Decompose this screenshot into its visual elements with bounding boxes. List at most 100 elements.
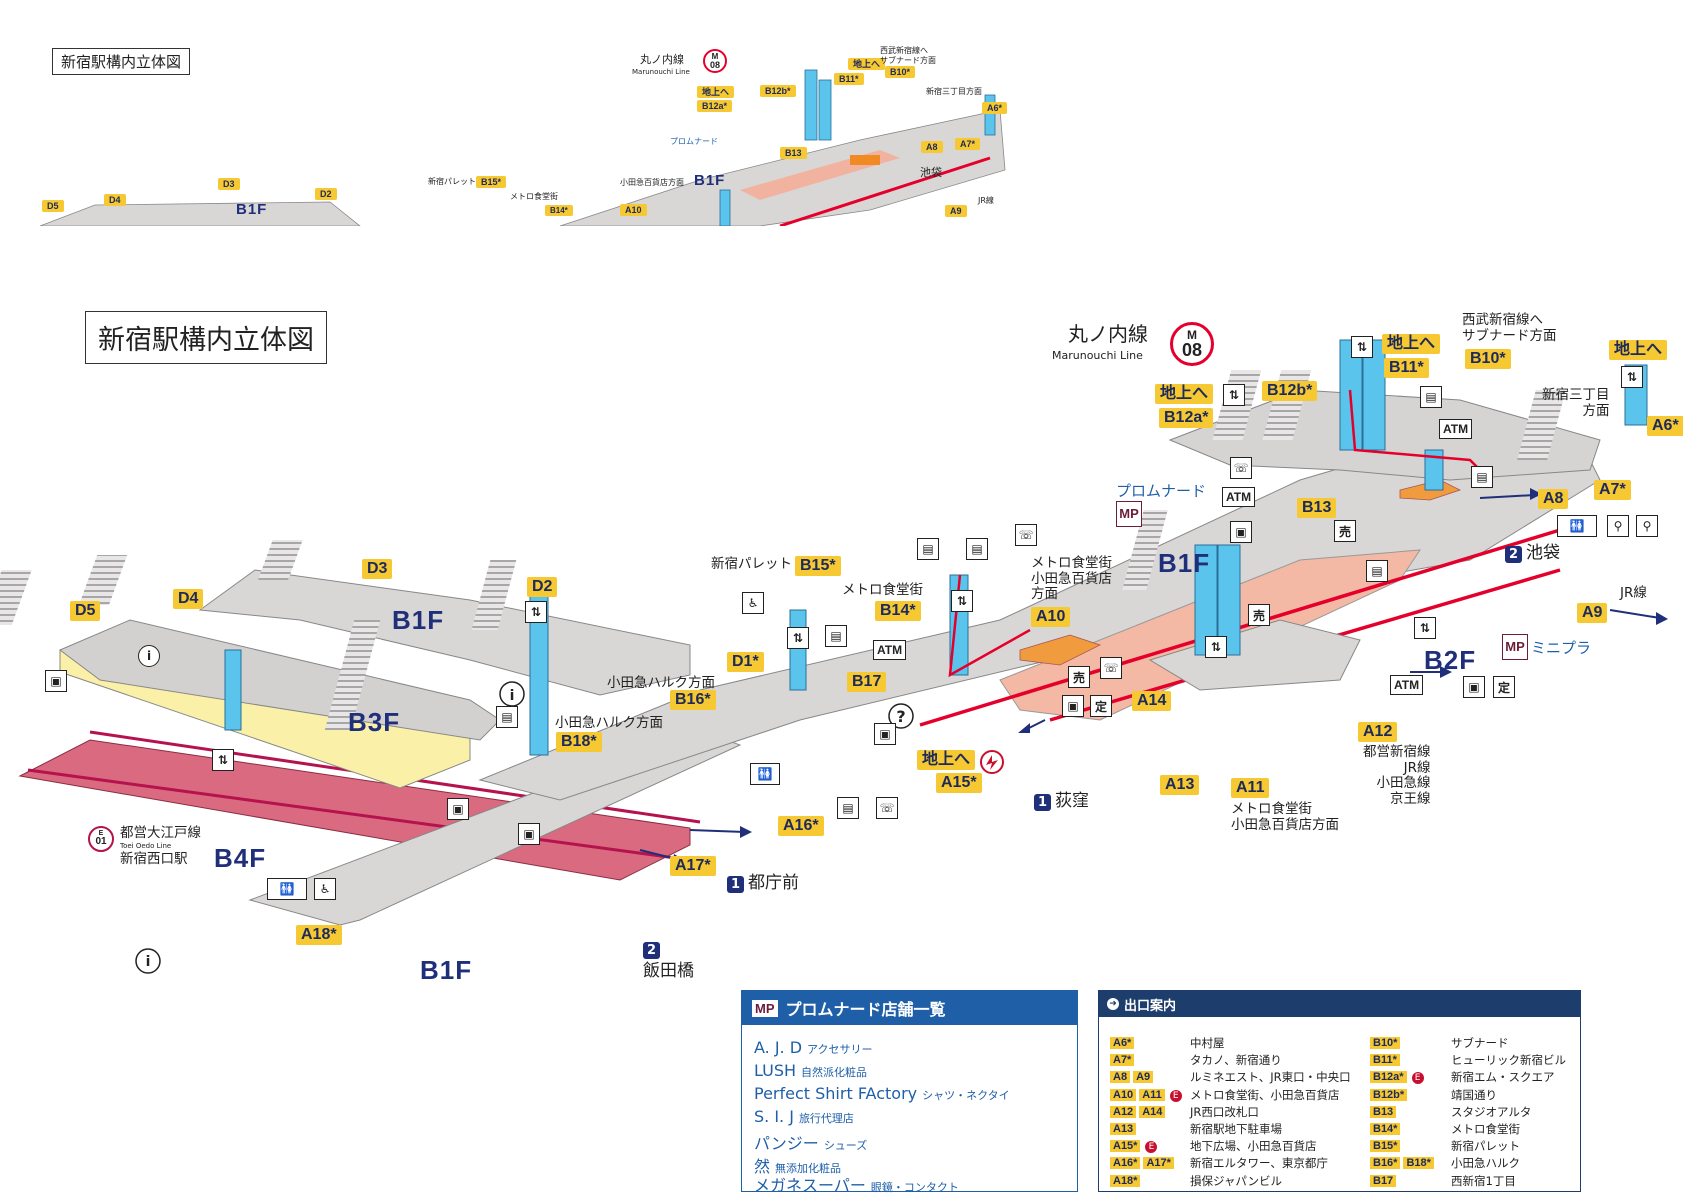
locker-icon: ▤ (496, 706, 518, 728)
thumbnail-gate: B11* (834, 73, 864, 86)
wheelchair-icon: ♿ (742, 592, 764, 614)
shop-item: A. J. D アクセサリー (754, 1038, 873, 1057)
gate-b18[interactable]: B18* (556, 732, 602, 753)
thumbnail-gate: B15* (476, 176, 507, 189)
gate-a9[interactable]: A9 (1577, 603, 1608, 624)
thumbnail-gate: 地上へ (697, 86, 735, 99)
gate-b14[interactable]: B14* (875, 601, 921, 622)
gate-b13[interactable]: B13 (1297, 498, 1337, 519)
label-a11-destinations: メトロ食堂街 小田急百貨店方面 (1231, 801, 1339, 833)
shop-category: アクセサリー (807, 1043, 873, 1056)
service-counter-icon: ▣ (1230, 521, 1252, 543)
gate-d1[interactable]: D1* (727, 652, 764, 673)
shop-category: 旅行代理店 (798, 1112, 854, 1125)
floor-label-b1f: B1F (420, 955, 473, 985)
multipurpose-restroom-icon: ♿ (314, 878, 336, 900)
label-ogikubo-text: 荻窪 (1055, 791, 1089, 811)
exit-row: B11* (1370, 1052, 1403, 1067)
exit-row: B13 (1370, 1104, 1399, 1118)
service-counter-icon: ▣ (1463, 676, 1485, 698)
exit-gate-badge: A9 (1133, 1071, 1154, 1084)
gate-a6-ground[interactable]: 地上へ (1609, 340, 1668, 361)
gate-a12[interactable]: A12 (1358, 722, 1398, 743)
shop-icon: 売 (1068, 666, 1090, 688)
gate-b11[interactable]: B11* (1384, 358, 1429, 379)
exit-destination: ヒューリック新宿ビル (1451, 1053, 1566, 1068)
thumbnail-gate: A9 (945, 205, 967, 218)
svg-text:08: 08 (710, 60, 720, 70)
gate-a16[interactable]: A16* (778, 816, 824, 837)
shop-name: A. J. D (754, 1038, 803, 1057)
exit-gate-badge: B10* (1370, 1037, 1401, 1049)
thumbnail-title: 新宿駅構内立体図 (52, 48, 191, 75)
thumbnail-label: JR線 (978, 196, 994, 205)
label-odakyu-halc: 小田急ハルク方面 (555, 715, 663, 731)
gate-a14[interactable]: A14 (1132, 691, 1172, 712)
exit-gate-badge: B12a* (1370, 1071, 1407, 1084)
gate-a15[interactable]: A15* (936, 773, 982, 794)
exit-gate-badge: B18* (1403, 1157, 1434, 1170)
shop-category: 眼鏡・コンタクト (870, 1181, 959, 1194)
gate-a7[interactable]: A7* (1594, 480, 1631, 501)
direction-number: 1 (727, 876, 744, 893)
floor-label-b1f: B1F (392, 605, 445, 635)
gate-a17[interactable]: A17* (670, 856, 716, 877)
gate-a11[interactable]: A11 (1231, 778, 1270, 799)
thumbnail-line-name-en: Marunouchi Line (632, 68, 690, 76)
elevator-mark-icon: E (1145, 1141, 1158, 1154)
map-title: 新宿駅構内立体図 (85, 311, 327, 364)
floor-label-b3f: B3F (348, 707, 401, 737)
exit-destination: 西新宿1丁目 (1451, 1173, 1516, 1188)
thumbnail-floor-label: B1F (694, 172, 726, 189)
gate-a10[interactable]: A10 (1031, 607, 1071, 628)
gate-d5[interactable]: D5 (70, 601, 101, 622)
exit-destination: 新宿駅地下駐車場 (1190, 1122, 1282, 1136)
gate-b15[interactable]: B15* (795, 556, 841, 577)
exit-gate-badge: A11 (1139, 1088, 1165, 1101)
gate-d4[interactable]: D4 (173, 589, 204, 610)
gate-d2[interactable]: D2 (527, 577, 558, 598)
thumbnail-line-name: 丸ノ内線 (640, 53, 684, 66)
thumbnail-gate: B12b* (760, 85, 796, 98)
gate-b12b[interactable]: B12b* (1262, 381, 1318, 402)
thumbnail-floor-label: B1F (236, 201, 268, 218)
exit-gate-badge: B17 (1370, 1174, 1397, 1187)
exit-gate-badge: A8 (1110, 1071, 1131, 1084)
exit-destination: サブナード (1451, 1036, 1509, 1050)
gate-a6[interactable]: A6* (1647, 416, 1683, 437)
exit-row: B12b* (1370, 1087, 1410, 1101)
gate-b12a[interactable]: B12a* (1159, 408, 1214, 429)
label-oedo-line-en: Toei Oedo Line (120, 842, 172, 850)
promenade-logo-icon: MP (752, 999, 778, 1017)
thumbnail-label: 西武新宿線へ (880, 46, 928, 55)
line-code-number: 08 (1181, 340, 1203, 360)
info-icon: i (138, 645, 160, 667)
shop-name: S. I. J (754, 1107, 794, 1126)
gate-a8[interactable]: A8 (1538, 489, 1569, 510)
gate-d3[interactable]: D3 (362, 559, 393, 580)
gate-b11-ground[interactable]: 地上へ (1382, 334, 1441, 355)
gate-b16[interactable]: B16* (670, 690, 716, 711)
label-shinjuku-palette: 新宿パレット (711, 556, 792, 572)
gate-a15-ground[interactable]: 地上へ (917, 750, 976, 771)
gate-b10[interactable]: B10* (1465, 349, 1511, 370)
gate-b17[interactable]: B17 (847, 672, 887, 693)
gate-a18[interactable]: A18* (296, 925, 342, 946)
locker-icon: ▤ (837, 797, 859, 819)
exit-gate-badge: A15* (1110, 1140, 1141, 1153)
svg-text:M: M (712, 52, 719, 61)
restroom-icon: 🚻 (1557, 515, 1597, 537)
atm-icon: ATM (1222, 487, 1256, 507)
exit-row: A16*A17* (1110, 1155, 1177, 1170)
shop-name: LUSH (754, 1061, 797, 1080)
atm-icon: ATM (1439, 419, 1473, 439)
shop-item: S. I. J 旅行代理店 (754, 1107, 854, 1126)
gate-b12a-ground[interactable]: 地上へ (1155, 384, 1214, 405)
gate-a13[interactable]: A13 (1160, 775, 1200, 796)
shop-name: パンジー (754, 1134, 819, 1153)
thumbnail-gate: B14* (545, 205, 573, 217)
thumbnail-label: 新宿三丁目方面 (926, 87, 982, 96)
thumbnail-label: プロムナード (670, 137, 718, 146)
